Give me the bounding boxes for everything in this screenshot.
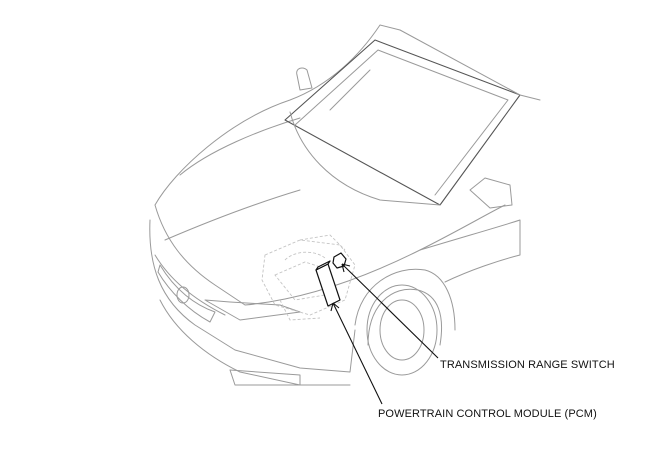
windshield (284, 29, 541, 206)
front-fender (354, 219, 521, 376)
front-bumper (149, 219, 356, 386)
headlight (204, 299, 301, 321)
leader-line-trs (341, 263, 439, 359)
powertrain-control-module (315, 260, 341, 307)
callout-transmission-range-switch: TRANSMISSION RANGE SWITCH (440, 359, 615, 371)
leader-line-pcm (332, 302, 383, 405)
grille (157, 264, 216, 323)
leader-arrow-pcm (330, 302, 340, 312)
mirror-right (469, 177, 513, 209)
mirror-left (296, 67, 313, 91)
leader-arrow-trs (341, 263, 351, 273)
callout-powertrain-control-module: POWERTRAIN CONTROL MODULE (PCM) (378, 408, 597, 420)
engine-compartment (261, 234, 356, 321)
hood (154, 24, 506, 306)
